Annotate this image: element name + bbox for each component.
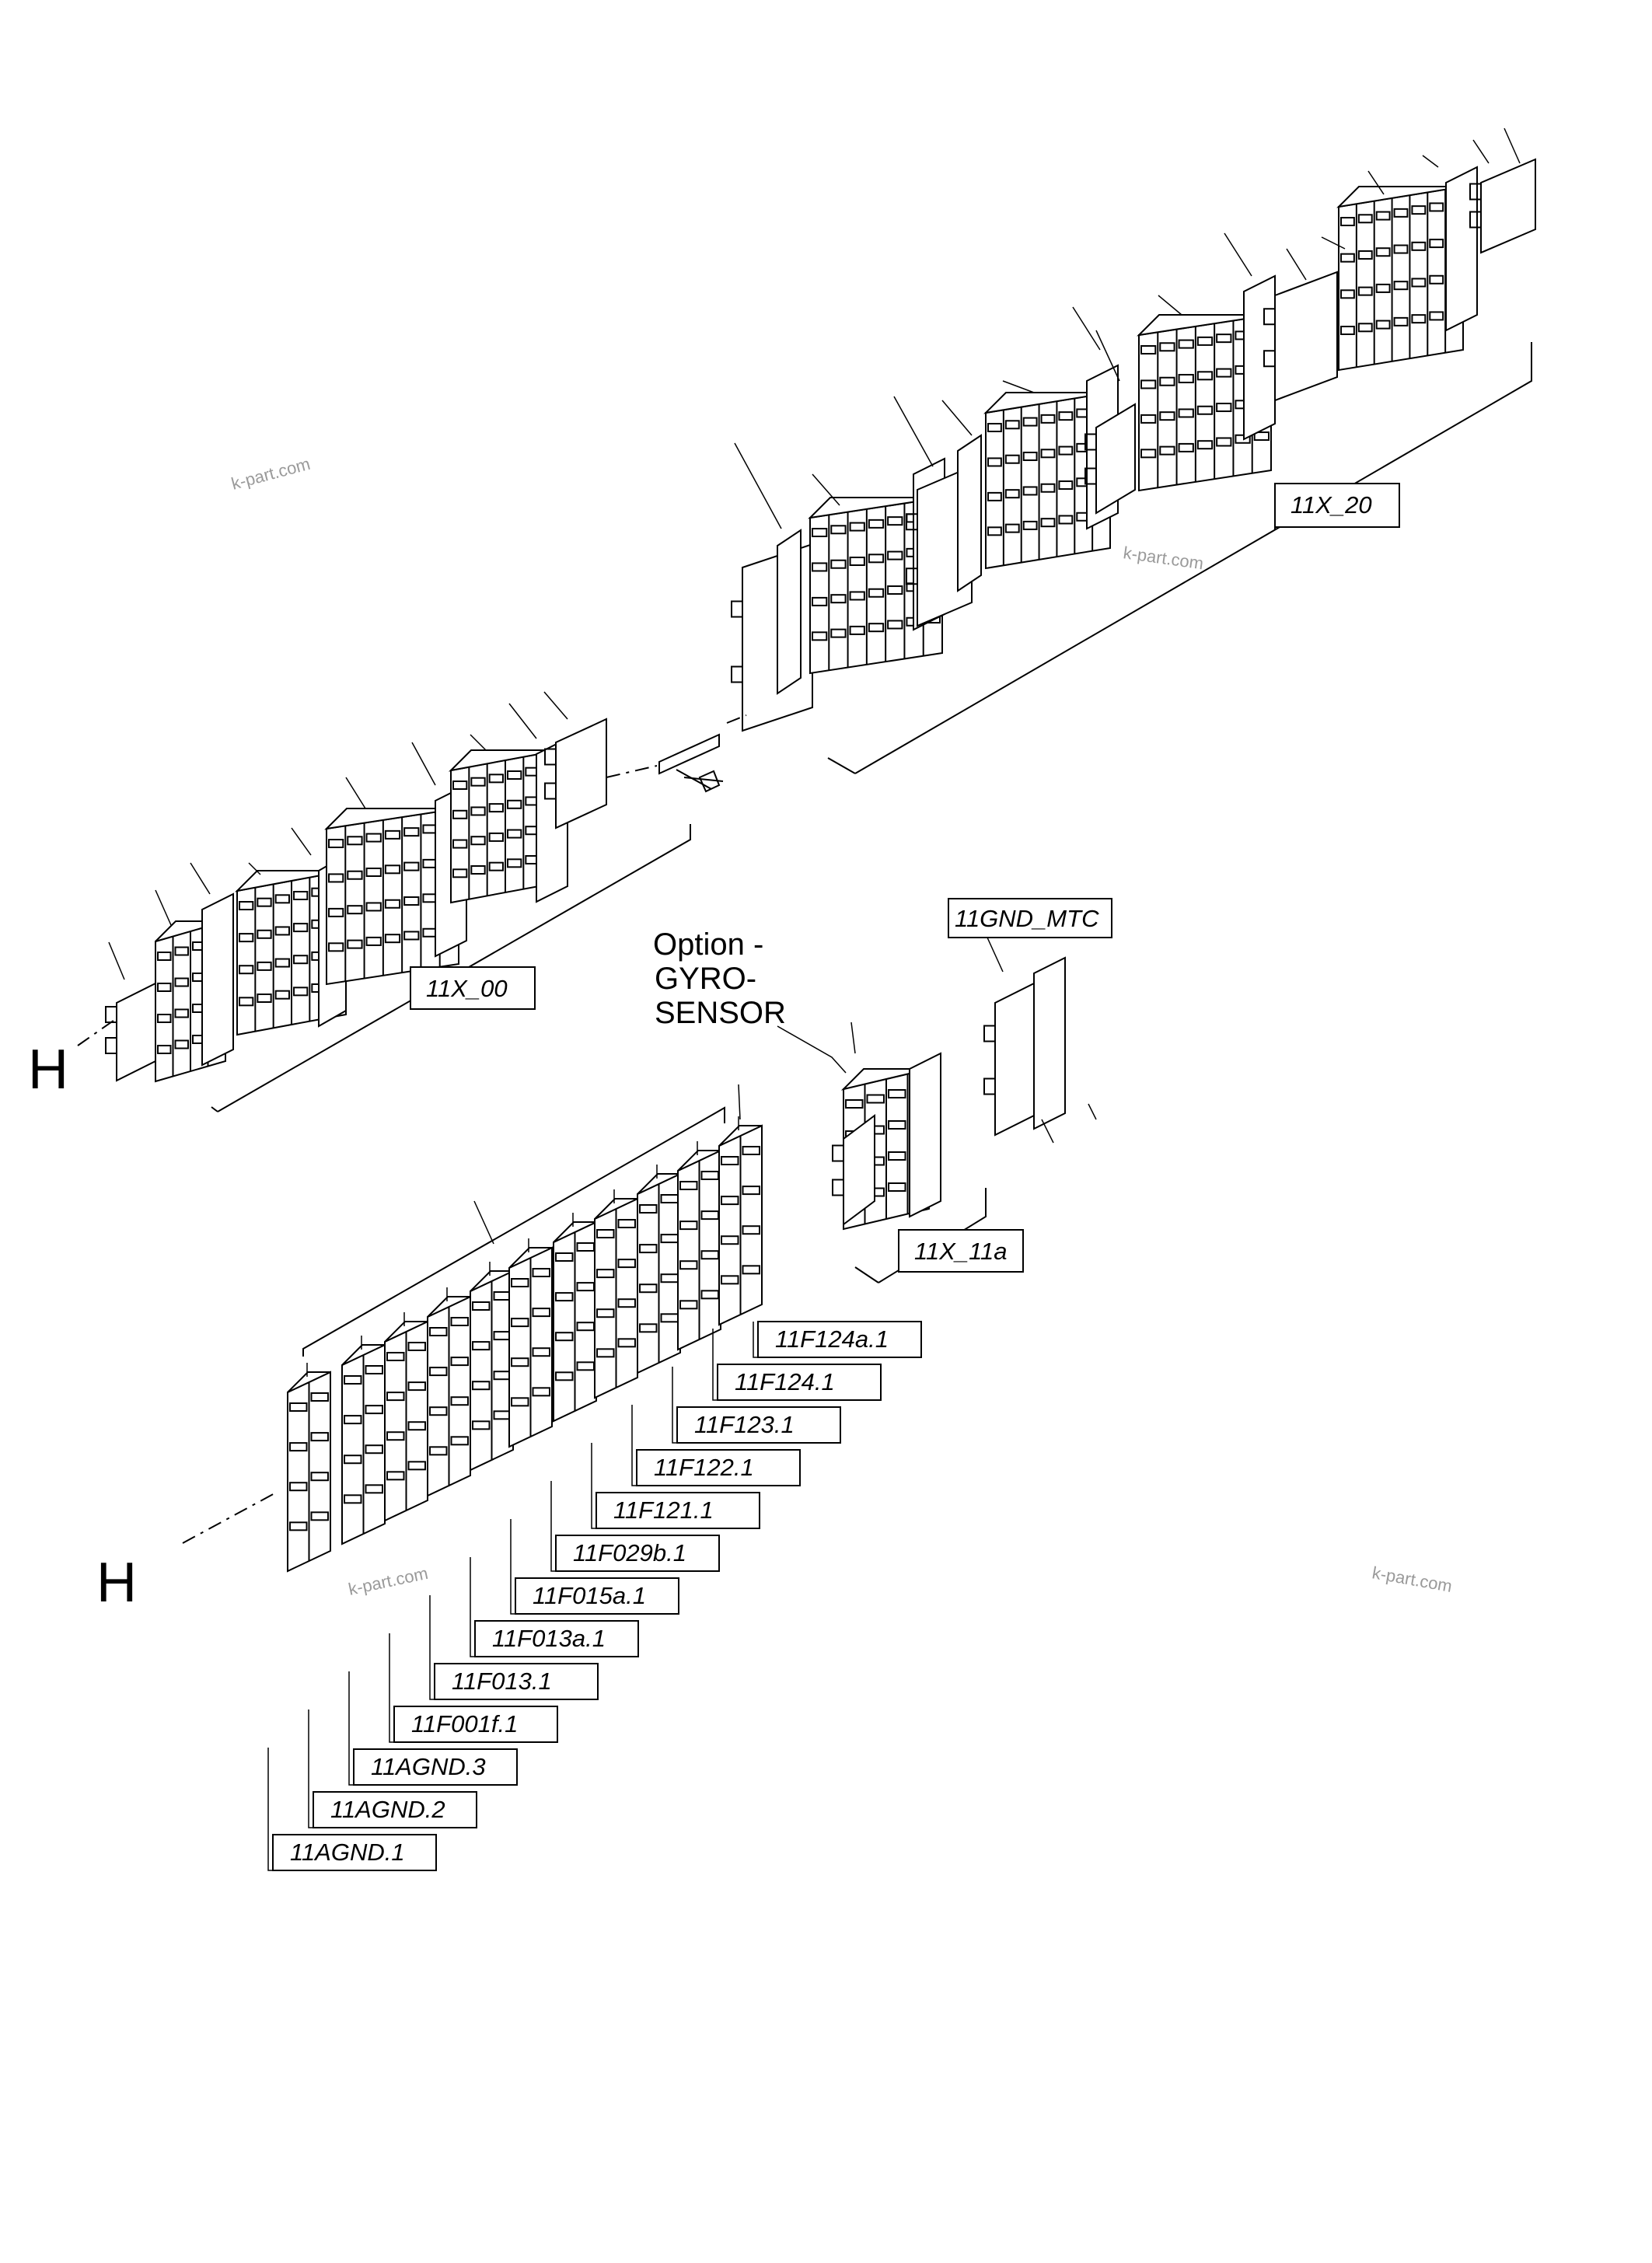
svg-text:11X_00: 11X_00	[426, 975, 508, 1002]
fuse-terminal-5	[470, 1269, 514, 1472]
end-bracket-11x-20-right-a	[1263, 271, 1338, 402]
svg-text:11F123.1: 11F123.1	[694, 1411, 795, 1438]
jumper-bar	[658, 733, 720, 775]
watermark: k-part.com	[1371, 1563, 1454, 1596]
screw-icon	[698, 770, 721, 793]
option-text-line-2: GYRO-	[655, 962, 756, 996]
svg-text:11X_20: 11X_20	[1291, 491, 1372, 519]
svg-text:11F013.1: 11F013.1	[452, 1668, 552, 1695]
svg-text:11GND_MTC: 11GND_MTC	[955, 905, 1099, 932]
end-plate	[957, 434, 982, 592]
label-11x-20: 11X_20	[1274, 483, 1400, 528]
terminal-label: 11F001f.1	[389, 1633, 558, 1743]
end-plate	[1033, 956, 1066, 1130]
svg-text:11F121.1: 11F121.1	[613, 1496, 714, 1524]
end-bracket-11x-00-left	[105, 978, 164, 1082]
fuse-clip-11x-20	[1084, 403, 1136, 515]
svg-text:11AGND.2: 11AGND.2	[330, 1796, 445, 1823]
terminal-label: 11F029b.1	[550, 1481, 720, 1572]
svg-text:11F013a.1: 11F013a.1	[492, 1625, 606, 1652]
gyro-sensor-bracket	[832, 1114, 875, 1226]
end-plate	[1445, 166, 1478, 332]
svg-text:11F124a.1: 11F124a.1	[775, 1325, 889, 1353]
fuse-terminal-2	[341, 1343, 386, 1545]
watermark: k-part.com	[347, 1563, 430, 1599]
end-bracket-11x-00-right	[544, 718, 607, 829]
svg-text:11X_11a: 11X_11a	[914, 1238, 1008, 1265]
label-11x-11a: 11X_11a	[898, 1229, 1024, 1273]
end-plate	[1243, 274, 1276, 441]
fuse-terminal-1	[287, 1371, 331, 1573]
svg-text:11F015a.1: 11F015a.1	[533, 1582, 646, 1609]
terminal-block-11x-20-d	[1336, 185, 1464, 372]
fuse-terminal-11	[718, 1124, 763, 1326]
svg-text:11F001f.1: 11F001f.1	[411, 1710, 518, 1737]
terminal-label: 11F124a.1	[753, 1321, 922, 1358]
terminal-label: 11F122.1	[631, 1405, 801, 1486]
fuse-terminal-4	[427, 1295, 471, 1497]
svg-text:11F029b.1: 11F029b.1	[573, 1539, 686, 1566]
terminal-block-11x-20-a	[808, 496, 943, 675]
terminal-label: 11F123.1	[672, 1367, 841, 1444]
terminal-label: 11F013a.1	[470, 1557, 639, 1657]
terminal-label: 11F013.1	[429, 1595, 599, 1700]
svg-text:11F122.1: 11F122.1	[654, 1454, 754, 1481]
end-plate	[909, 1052, 941, 1218]
terminal-label: 11F121.1	[591, 1443, 760, 1529]
terminal-label: 11F015a.1	[510, 1519, 679, 1615]
terminal-label: 11AGND.2	[308, 1709, 477, 1828]
svg-text:11AGND.1: 11AGND.1	[290, 1839, 405, 1866]
terminal-label: 11AGND.1	[267, 1748, 437, 1871]
end-bracket-11x-20-right-b	[1469, 158, 1536, 254]
terminal-label: 11AGND.3	[348, 1671, 518, 1786]
terminal-block-11x-00-c	[324, 807, 459, 986]
section-marker-h-upper: H	[28, 1039, 68, 1101]
fuse-terminal-7	[553, 1221, 597, 1423]
terminal-label: 11F124.1	[712, 1329, 882, 1401]
option-text-line-1: Option -	[653, 927, 763, 962]
fuse-terminal-10	[677, 1149, 721, 1351]
terminal-block-11x-20-b	[983, 391, 1111, 570]
fuse-terminal-8	[594, 1197, 638, 1399]
section-marker-h-lower: H	[96, 1552, 137, 1614]
watermark: k-part.com	[229, 454, 313, 494]
fuse-terminal-9	[637, 1172, 681, 1374]
svg-text:11AGND.3: 11AGND.3	[371, 1753, 486, 1780]
label-11x-00: 11X_00	[410, 966, 536, 1010]
watermark: k-part.com	[1122, 543, 1204, 573]
gnd-mtc-terminal	[983, 978, 1043, 1137]
fuse-terminal-3	[384, 1320, 428, 1522]
svg-text:11F124.1: 11F124.1	[735, 1368, 835, 1395]
option-text-line-3: SENSOR	[655, 996, 786, 1030]
fuse-terminal-6	[508, 1246, 553, 1448]
end-plate	[777, 529, 802, 695]
label-11gnd-mtc: 11GND_MTC	[948, 898, 1112, 938]
end-plate	[201, 892, 234, 1067]
